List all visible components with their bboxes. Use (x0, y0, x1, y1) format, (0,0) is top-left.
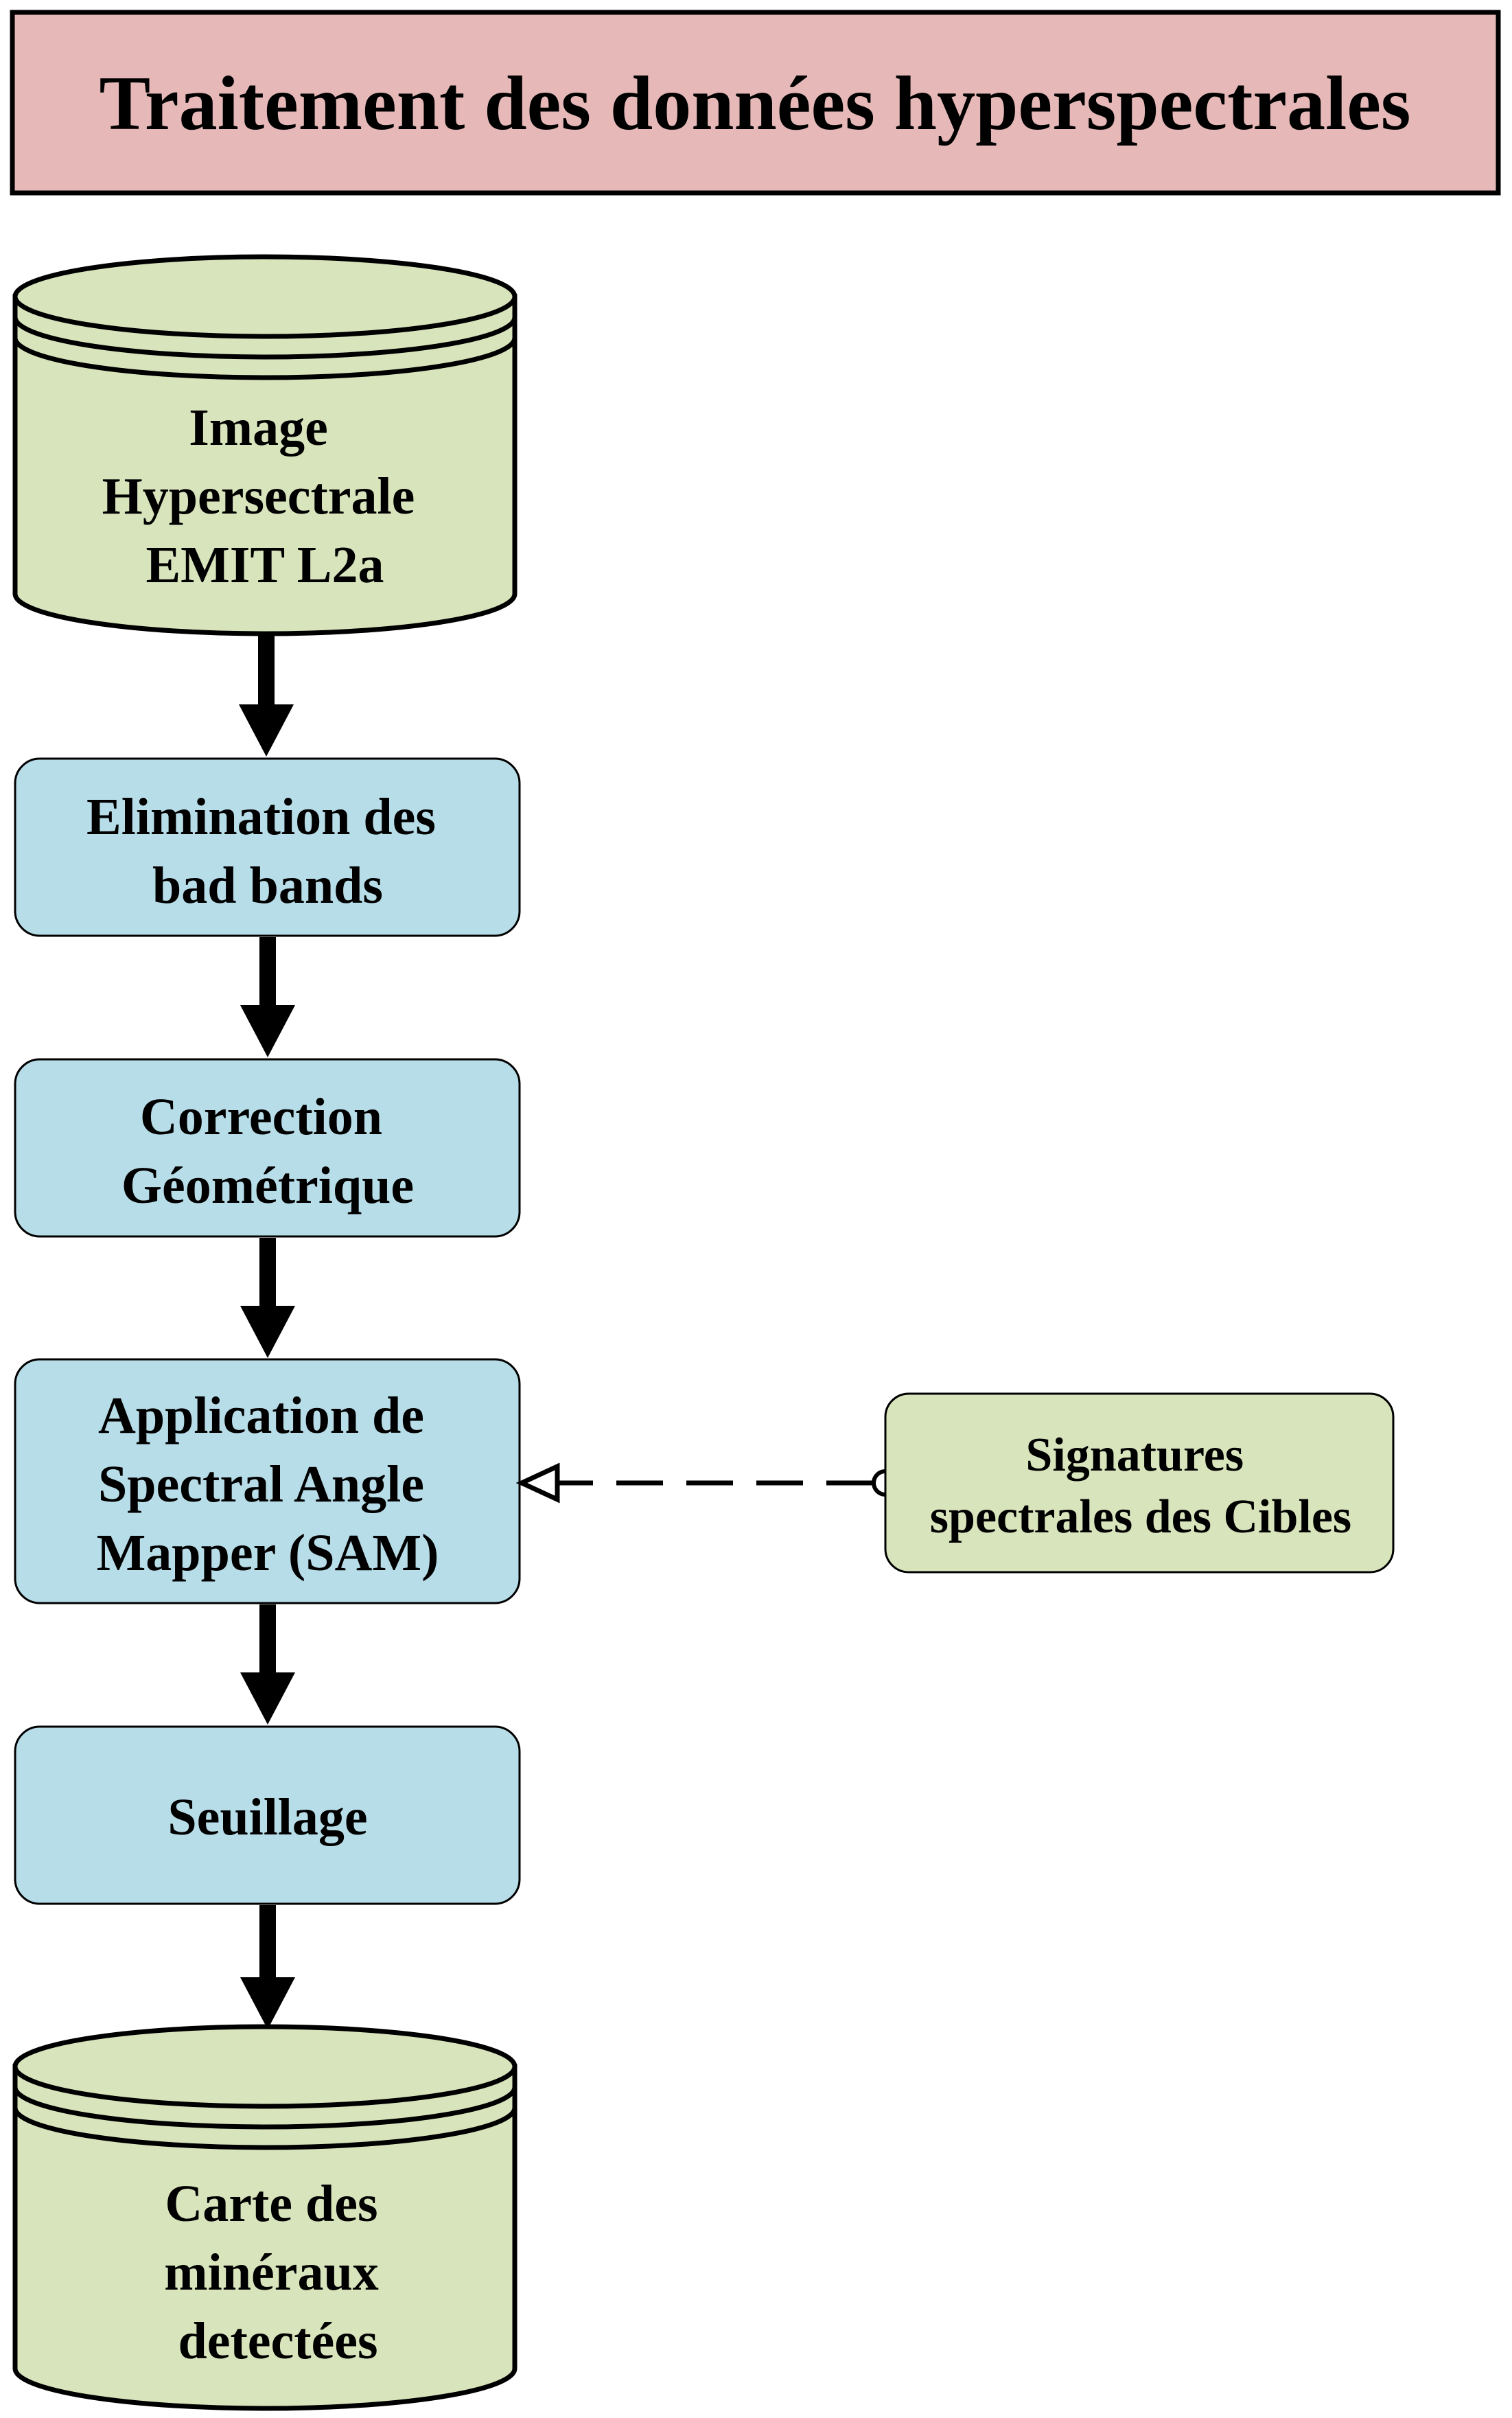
bad-bands-box (14, 757, 521, 937)
input-image-line-3: EMIT L2a (146, 536, 384, 594)
output-map-line-3: detectées (178, 2312, 377, 2370)
target-signatures-input: Signatures spectrales des Cibles (884, 1392, 1395, 1574)
geometric-correction-process: Correction Géométrique (14, 1058, 521, 1238)
geometric-correction-line-2: Géométrique (121, 1157, 414, 1214)
sam-line-3: Mapper (SAM) (97, 1524, 439, 1582)
threshold-box (14, 1725, 521, 1905)
geometric-correction-label: Correction Géométrique (121, 1088, 414, 1214)
output-map-datastore: Carte des minéraux detectées (12, 2024, 517, 2411)
input-image-line-1: Image (189, 399, 328, 457)
input-cylinder-ring-1 (12, 316, 517, 360)
flow-arrow-3-head (240, 1306, 295, 1358)
output-cylinder-top (12, 2024, 517, 2109)
bad-bands-line-2: bad bands (152, 857, 383, 914)
input-image-line-2: Hypersectrale (102, 468, 415, 525)
input-cylinder-ring-2 (12, 337, 517, 380)
output-cylinder-ring-1 (12, 2086, 517, 2130)
bad-bands-process: Elimination des bad bands (14, 757, 521, 937)
threshold-process: Seuillage (14, 1725, 521, 1905)
input-cylinder-body (12, 294, 517, 636)
flow-arrow-4-head (240, 1672, 295, 1725)
title-banner: Traitement des données hyperspectrales (10, 10, 1501, 196)
sam-process: Application de Spectral Angle Mapper (SA… (14, 1358, 521, 1604)
geometric-correction-box (14, 1058, 521, 1238)
signature-connector (515, 1462, 899, 1504)
output-cylinder-body (12, 2064, 517, 2411)
geometric-correction-line-1: Correction (140, 1088, 382, 1146)
bad-bands-line-1: Elimination des (86, 788, 436, 846)
output-map-line-1: Carte des (165, 2175, 377, 2233)
input-image-datastore: Image Hypersectrale EMIT L2a (12, 254, 517, 636)
output-map-line-2: minéraux (164, 2244, 378, 2301)
flow-arrow-2-head (240, 1005, 295, 1057)
input-cylinder-top (12, 254, 517, 339)
target-signatures-line-2: spectrales des Cibles (930, 1490, 1351, 1543)
input-image-label: Image Hypersectrale EMIT L2a (102, 399, 428, 594)
sam-line-2: Spectral Angle (98, 1455, 424, 1513)
diagram-title: Traitement des données hyperspectrales (100, 61, 1411, 146)
flow-arrow-1 (239, 636, 294, 757)
sam-line-1: Application de (98, 1387, 424, 1444)
bad-bands-label: Elimination des bad bands (86, 788, 449, 914)
signature-connector-open-arrowhead (515, 1462, 560, 1504)
target-signatures-line-1: Signatures (1025, 1429, 1244, 1482)
target-signatures-box (884, 1392, 1395, 1574)
output-cylinder-ring-2 (12, 2107, 517, 2150)
flow-arrow-5-head (240, 1977, 295, 2029)
flow-arrow-1-head (239, 704, 294, 757)
title-box (10, 10, 1501, 196)
target-signatures-label: Signatures spectrales des Cibles (930, 1429, 1351, 1543)
flow-arrow-5 (240, 1905, 295, 2029)
flow-arrow-3 (240, 1238, 295, 1358)
threshold-label: Seuillage (167, 1788, 367, 1846)
sam-box (14, 1358, 521, 1604)
sam-label: Application de Spectral Angle Mapper (SA… (97, 1387, 439, 1582)
flow-arrow-2 (240, 937, 295, 1057)
output-map-label: Carte des minéraux detectées (164, 2175, 391, 2370)
flow-arrow-4 (240, 1604, 295, 1725)
